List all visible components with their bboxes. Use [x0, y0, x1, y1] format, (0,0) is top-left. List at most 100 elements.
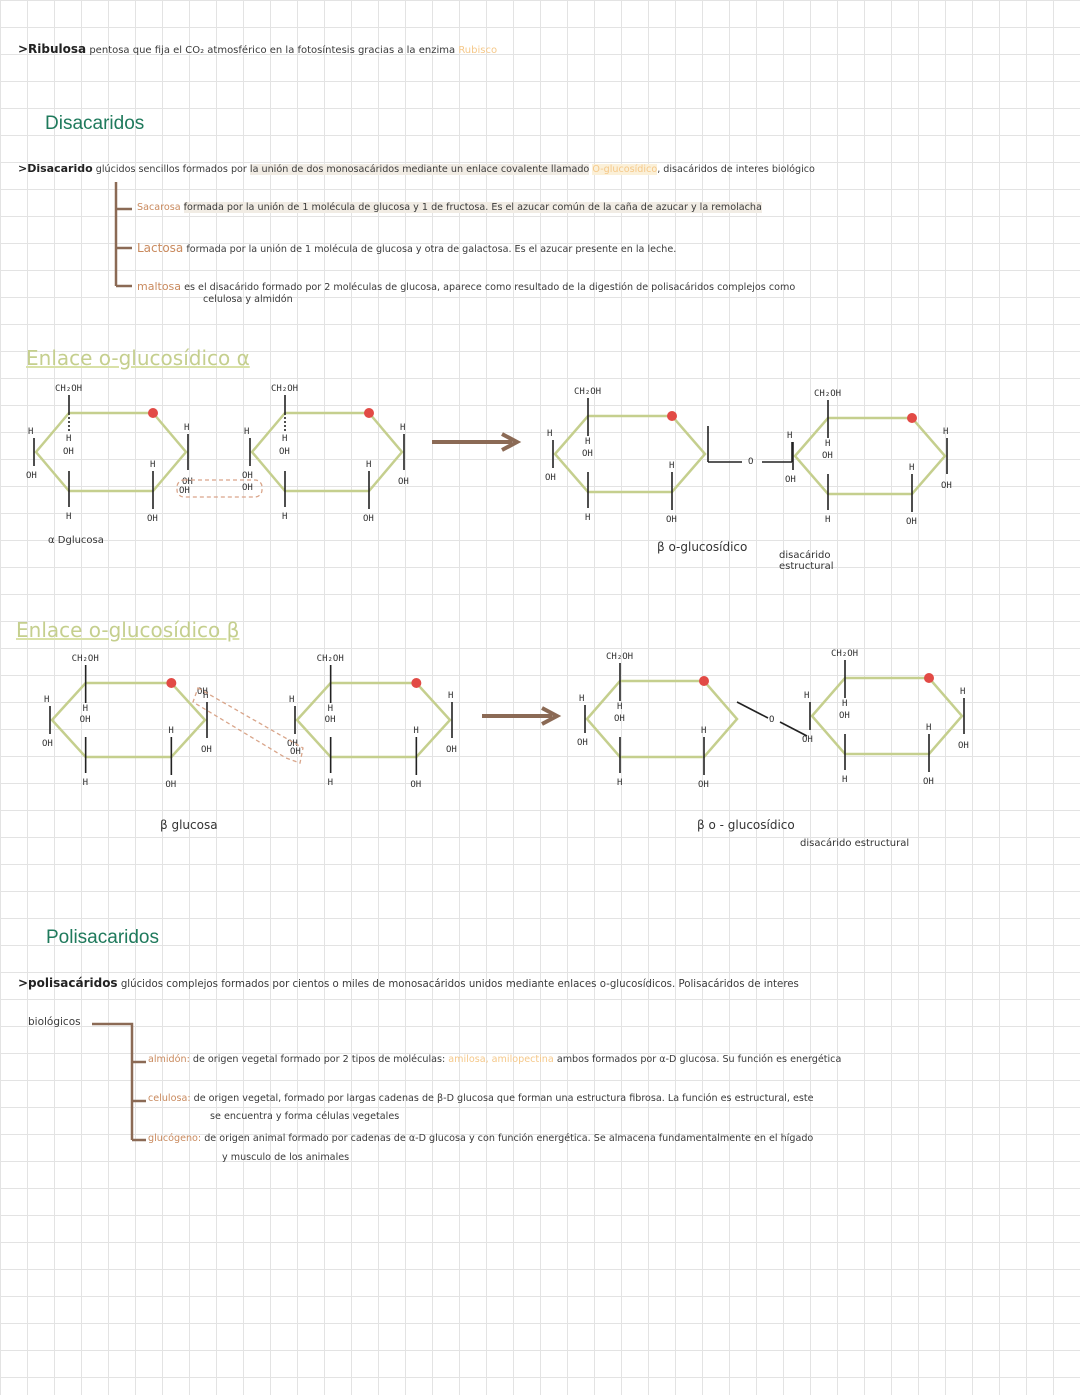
c2-oh-label-a2: OH	[363, 514, 374, 524]
c2-h-label-b1: H	[168, 726, 173, 736]
c2-h-label-a2: H	[366, 460, 371, 470]
c1-h-label-a2: H	[400, 423, 405, 433]
glucose-ring-a1	[34, 411, 188, 493]
c3-h-label-a2: H	[282, 512, 287, 522]
glucogeno-item: glucógeno: de origen animal formado por …	[148, 1133, 813, 1144]
c3-oh-label-b4: OH	[839, 711, 850, 721]
lactosa-text: formada por la unión de 1 molécula de gl…	[186, 244, 677, 255]
c3-oh-label-b1: OH	[80, 715, 91, 725]
disacarido-intro-bond: O-glucosídico	[592, 164, 658, 175]
c3-h-label-a3: H	[585, 513, 590, 523]
glucogeno-text-2: y musculo de los animales	[222, 1152, 350, 1163]
beta-caption-right-b: disacárido estructural	[800, 838, 910, 849]
c2-oh-label-b1: OH	[165, 780, 176, 790]
c4-h-label-b1: H	[44, 695, 49, 705]
sacarosa-text: formada por la unión de 1 molécula de gl…	[183, 202, 762, 213]
ring-oxygen-dot-a4	[907, 413, 917, 423]
sacarosa-item: Sacarosa formada por la unión de 1 moléc…	[137, 202, 762, 213]
c2-h-label-a1: H	[150, 460, 155, 470]
polisacarido-term: >polisacáridos	[18, 976, 118, 990]
ribulosa-line: >Ribulosa pentosa que fija el CO₂ atmosf…	[18, 42, 497, 56]
glucose-ring-a2	[250, 411, 404, 493]
beta-caption-left: β glucosa	[160, 818, 218, 832]
celulosa-name: celulosa:	[148, 1093, 191, 1104]
glucose-ring-a3	[553, 414, 707, 494]
disacarido-intro-a: glúcidos sencillos formados por	[95, 164, 247, 175]
beta-oh-bottom-removed: OH	[290, 747, 301, 757]
ch2oh-label-a3: CH₂OH	[574, 387, 601, 397]
glucose-ring-b2	[295, 681, 452, 759]
disacaridos-heading: Disacaridos	[45, 113, 145, 134]
alpha-arrow-head	[501, 432, 522, 452]
c4-oh-label-b1: OH	[42, 739, 53, 749]
c3-h-label-b3: H	[617, 778, 622, 788]
c1-h-label-b2: H	[448, 691, 453, 701]
c3-h-label-b1: H	[83, 778, 88, 788]
c3-oh-label-a4: OH	[822, 451, 833, 461]
maltosa-text: es el disacárido formado por 2 moléculas…	[184, 282, 796, 293]
polisacarido-intro-2: biológicos	[28, 1016, 81, 1028]
ribulosa-enzyme: Rubisco	[458, 45, 498, 56]
c3-h-label-b2: H	[328, 778, 333, 788]
glucose-ring-b3	[585, 679, 739, 759]
polisacaridos-heading: Polisacaridos	[46, 927, 159, 948]
c2-oh-label-a3: OH	[666, 515, 677, 525]
c4-oh-label-a3: OH	[545, 473, 556, 483]
lactosa-name: Lactosa	[137, 241, 184, 255]
alpha-caption-left: α Dglucosa	[48, 535, 104, 546]
beta-water-selection	[192, 687, 304, 764]
c3-oh-label-a3: OH	[582, 449, 593, 459]
ring-oxygen-dot-b3	[699, 676, 709, 686]
alpha-caption-right-c: estructural	[779, 561, 834, 572]
c3-h-label-a4: H	[825, 515, 830, 525]
c1-oh-label-b1: OH	[201, 745, 212, 755]
celulosa-text-a: de origen vegetal, formado por largas ca…	[193, 1093, 814, 1104]
almidon-text-a: de origen vegetal formado por 2 tipos de…	[192, 1054, 446, 1065]
h-label-b2: H	[328, 704, 333, 714]
c1-oh-label-b2: OH	[446, 745, 457, 755]
ring-oxygen-dot-a3	[667, 411, 677, 421]
enlace-alpha-title: Enlace o-glucosídico α	[26, 346, 250, 370]
c2-h-label-b2: H	[413, 726, 418, 736]
glucose-ring-a4	[793, 416, 947, 496]
c1-oh-label-a4: OH	[941, 481, 952, 491]
disacarido-definition: >Disacarido glúcidos sencillos formados …	[18, 162, 815, 175]
disacarido-term: >Disacarido	[18, 162, 93, 175]
almidon-hl: amilosa, amilopectina	[448, 1054, 554, 1065]
h-label-b4: H	[842, 699, 847, 709]
ring-oxygen-dot-a1	[148, 408, 158, 418]
alpha-caption-right-b: disacárido	[779, 550, 831, 561]
maltosa-name: maltosa	[137, 280, 182, 293]
alpha-oh-right-removed: OH	[242, 483, 253, 493]
ch2oh-label-b2: CH₂OH	[317, 654, 344, 664]
ch2oh-label-a4: CH₂OH	[814, 389, 841, 399]
glucose-ring-b4	[810, 676, 964, 756]
ch2oh-label-b3: CH₂OH	[606, 652, 633, 662]
c4-oh-label-b3: OH	[577, 738, 588, 748]
h-label-a2: H	[282, 434, 287, 444]
polisacarido-intro: glúcidos complejos formados por cientos …	[120, 979, 799, 990]
ring-oxygen-dot-b1	[166, 678, 177, 688]
beta-caption-right-a: β o - glucosídico	[697, 818, 795, 832]
ribulosa-term: >Ribulosa	[18, 42, 87, 56]
c4-h-label-b4: H	[804, 691, 809, 701]
c3-oh-label-a2: OH	[279, 447, 290, 457]
alpha-water-selection	[176, 479, 263, 498]
c4-oh-label-b2: OH	[287, 739, 298, 749]
c3-oh-label-b3: OH	[614, 714, 625, 724]
ring-oxygen-dot-b4	[924, 673, 934, 683]
c2-h-label-b3: H	[701, 726, 706, 736]
beta-oh-top-removed: OH	[197, 687, 208, 697]
c4-h-label-a4: H	[787, 431, 792, 441]
celulosa-text-2: se encuentra y forma células vegetales	[210, 1111, 400, 1122]
c2-oh-label-a1: OH	[147, 514, 158, 524]
almidon-item: almidón: de origen vegetal formado por 2…	[148, 1054, 841, 1065]
disacarido-intro-c: , disacáridos de interes biológico	[657, 164, 815, 175]
ch2oh-label-b1: CH₂OH	[72, 654, 99, 664]
alpha-caption-right-a: β o-glucosídico	[657, 540, 748, 554]
glucose-ring-b1	[50, 681, 207, 759]
h-label-b1: H	[83, 704, 88, 714]
c4-oh-label-b4: OH	[802, 735, 813, 745]
celulosa-item: celulosa: de origen vegetal, formado por…	[148, 1093, 814, 1104]
almidon-text-b: ambos formados por α-D glucosa. Su funci…	[556, 1054, 842, 1065]
